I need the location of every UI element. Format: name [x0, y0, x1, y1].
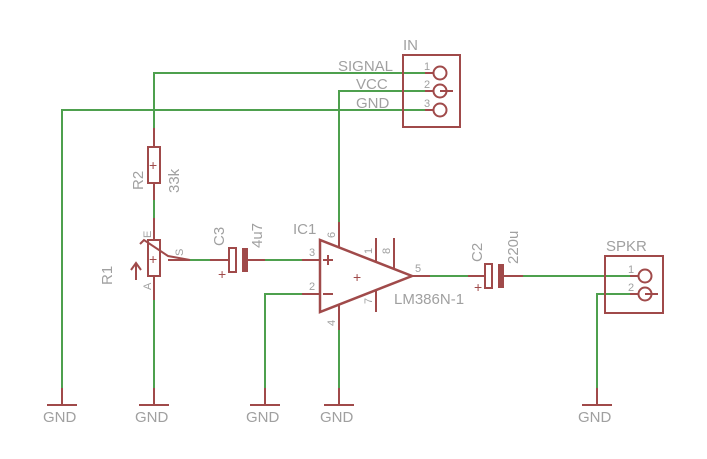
ic1-pin6-label: 6 — [326, 232, 338, 238]
gnd-label: GND — [135, 409, 169, 426]
c3-value: 4u7 — [249, 223, 266, 248]
r1-pin-e: E — [142, 231, 154, 238]
connector-spkr-pin1[interactable] — [637, 268, 653, 284]
net-ic1p2-gnd[interactable] — [264, 293, 302, 388]
ic1-name: IC1 — [293, 221, 316, 238]
connector-spkr-name: SPKR — [606, 238, 647, 255]
r2-value: 33k — [166, 168, 183, 193]
pin-number: 2 — [424, 79, 430, 91]
capacitor-c2[interactable]: + C2 220u — [468, 231, 523, 295]
c3-plate-minus — [242, 248, 248, 272]
c2-name: C2 — [469, 243, 486, 262]
net-gnd-in[interactable] — [61, 109, 425, 388]
net-vcc[interactable] — [338, 90, 425, 222]
connector-in-pin1[interactable] — [432, 65, 448, 81]
amplifier-ic1[interactable]: + 3 2 5 6 4 1 8 7 IC1 LM386N-1 — [293, 221, 464, 330]
ic1-triangle — [318, 238, 416, 314]
gnd-label: GND — [320, 409, 354, 426]
gnd-symbol-5[interactable]: GND — [578, 388, 612, 426]
net-spkr-gnd[interactable] — [596, 293, 630, 388]
gnd-symbol-1[interactable]: GND — [43, 388, 77, 426]
connector-in-pin3[interactable] — [432, 102, 448, 118]
c2-plate-minus — [498, 264, 504, 288]
gnd-symbol-4[interactable]: GND — [320, 388, 354, 426]
pin-number: 1 — [628, 264, 634, 276]
gnd-symbol-3[interactable]: GND — [246, 388, 280, 426]
c2-value: 220u — [505, 231, 522, 264]
gnd-symbol-2[interactable]: GND — [135, 388, 169, 426]
pin-label-gnd: GND — [356, 95, 390, 112]
ic1-pin3-label: 3 — [309, 247, 315, 259]
connector-spkr[interactable]: SPKR 1 2 — [604, 238, 664, 314]
ic1-value: LM386N-1 — [394, 291, 464, 308]
c3-polarity: + — [218, 266, 226, 282]
c3-plate-plus — [228, 247, 237, 273]
pin-number: 1 — [424, 61, 430, 73]
r1-pin-s: S — [174, 249, 186, 256]
potentiometer-r1[interactable]: + R1 E A S — [99, 218, 191, 300]
ic1-pin2-label: 2 — [309, 281, 315, 293]
ic1-pin5-label: 5 — [415, 263, 421, 275]
pin-number: 2 — [628, 282, 634, 294]
ic1-pin4-label: 4 — [326, 320, 338, 326]
capacitor-c3[interactable]: + C3 4u7 — [210, 223, 266, 282]
connector-spkr-body — [604, 255, 664, 314]
gnd-label: GND — [246, 409, 280, 426]
r2-center-mark: + — [149, 157, 157, 173]
wires — [61, 72, 630, 388]
c3-name: C3 — [211, 227, 228, 246]
wiper-line — [139, 238, 191, 261]
ic1-center-mark: + — [353, 269, 361, 285]
pin-label-signal: SIGNAL — [338, 58, 393, 75]
gnd-label: GND — [578, 409, 612, 426]
connector-in-body — [402, 54, 461, 128]
r1-center-mark: + — [149, 251, 157, 267]
c2-plate-plus — [484, 263, 493, 289]
connector-in-name: IN — [403, 37, 418, 54]
connector-in[interactable]: IN 1 2 3 SIGNAL VCC GND — [338, 37, 461, 128]
pin-number: 3 — [424, 98, 430, 110]
r1-name: R1 — [99, 266, 116, 285]
c2-polarity: + — [474, 279, 482, 295]
ic1-pin7-label: 7 — [363, 298, 375, 304]
ic1-pin8-label: 8 — [381, 248, 393, 254]
gnd-label: GND — [43, 409, 77, 426]
r1-pin-a: A — [142, 282, 154, 290]
resistor-r2[interactable]: + R2 33k — [130, 128, 183, 200]
pin-label-vcc: VCC — [356, 76, 388, 93]
ic1-pin1-label: 1 — [363, 248, 375, 254]
r2-name: R2 — [130, 171, 147, 190]
